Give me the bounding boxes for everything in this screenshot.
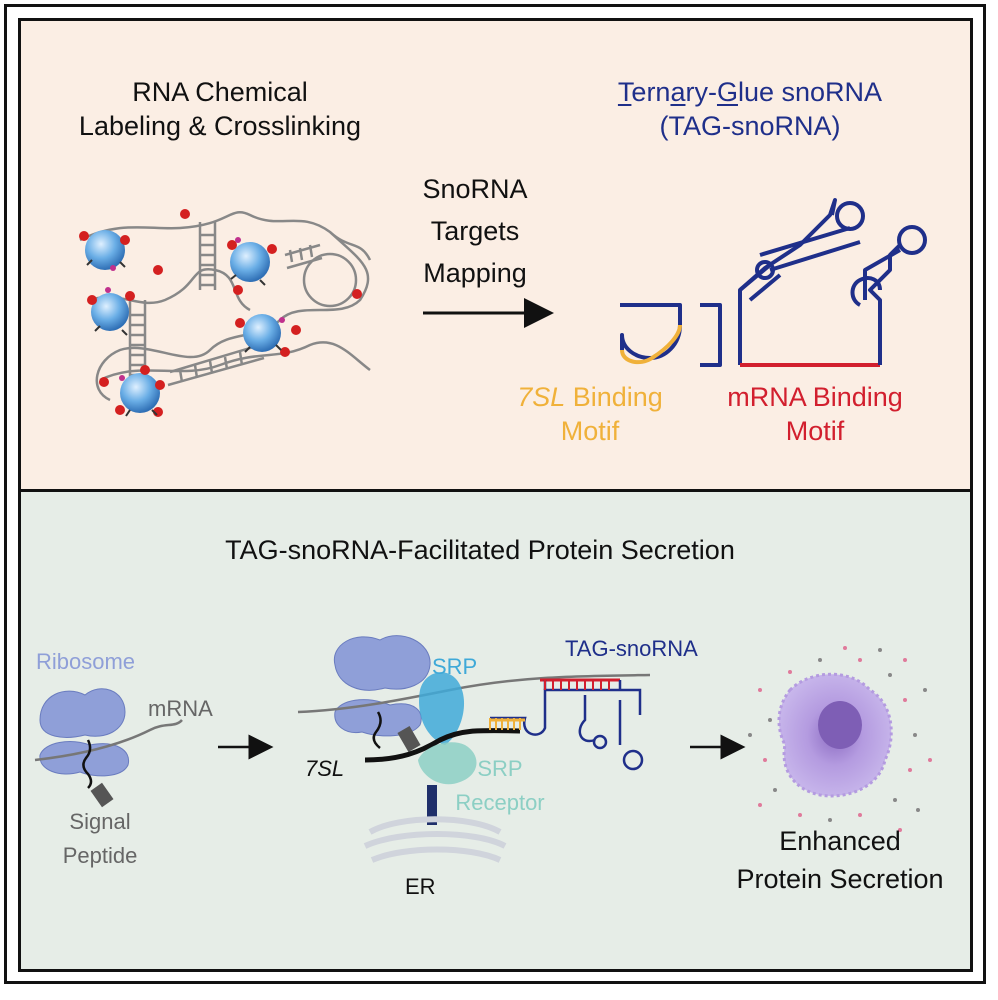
tag-snorna-title: Ternary-Glue snoRNA (TAG-snoRNA) [560,75,940,143]
arrow-label-line2: Targets [430,216,520,246]
protein-balls [85,230,281,413]
sevensl-motif-line1: 7SL Binding [500,380,680,414]
t-letter: T [617,77,632,107]
signal-peptide-block [90,782,114,808]
er-membrane [363,816,507,863]
rna-network [79,210,372,402]
chem-labeling-line2: Labeling & Crosslinking [78,111,362,141]
secreted-protein-dots [748,646,932,832]
result-line1: Enhanced [779,826,901,856]
sevensl-motif-line2: Motif [560,416,620,446]
srp-receptor-label: SRP Receptor [440,752,560,820]
arrow-label-line3: Mapping [423,258,527,288]
sevensl-motif-label: 7SL Binding Motif [500,380,680,448]
tag-snorna-structure [620,198,927,367]
sevensl-binding-rungs [489,718,521,730]
ribosome-middle [333,635,431,737]
sevensl-rna [364,728,521,763]
a-letter: a [670,77,686,107]
mrna-motif-line2: Motif [785,416,845,446]
bottom-title: TAG-snoRNA-Facilitated Protein Secretion [225,535,735,565]
tag-snorna-title-line2: (TAG-snoRNA) [659,111,841,141]
result-line2: Protein Secretion [736,864,944,894]
signal-peptide-middle [372,711,382,749]
mrna-motif-label: mRNA Binding Motif [700,380,930,448]
arrow-label: SnoRNA Targets Mapping [395,168,555,294]
receptor-line1: SRP [477,756,523,781]
receptor-line2: Receptor [455,790,545,815]
chem-labeling-title: RNA Chemical Labeling & Crosslinking [60,75,380,143]
g-letter: G [716,77,738,107]
sevensl-italic: 7SL [517,382,566,412]
binding-word: Binding [565,382,663,412]
chem-labeling-line1: RNA Chemical [132,77,308,107]
crosslinker-marks [86,259,282,417]
secreting-cell [777,672,893,798]
lue-text: lue snoRNA [737,77,883,107]
ern-text: ern [631,77,671,107]
mrna-label: mRNA [148,696,213,721]
ry-text: ry- [685,77,717,107]
receptor-stalk [427,785,437,825]
signal-line1: Signal [69,809,131,834]
ribosome-label: Ribosome [36,649,136,674]
er-label: ER [405,874,436,899]
signal-line2: Peptide [62,843,138,868]
tag-snorna-label: TAG-snoRNA [565,636,698,661]
mrna-binding-rungs [544,680,610,690]
sevensl-label: 7SL [305,756,345,781]
signal-peptide-label: Signal Peptide [40,805,160,873]
label-tags [105,237,285,381]
srp-label: SRP [432,654,478,679]
result-label: Enhanced Protein Secretion [715,822,965,898]
srp-receptor [418,742,477,785]
mrna-motif-line1: mRNA Binding [727,382,903,412]
srp-complex [397,672,465,753]
tag-snorna-title-line1: Ternary-Glue snoRNA [560,75,940,109]
signal-peptide-left [82,739,93,789]
mrna-strand-left [34,719,183,762]
arrow-label-line1: SnoRNA [422,174,528,204]
